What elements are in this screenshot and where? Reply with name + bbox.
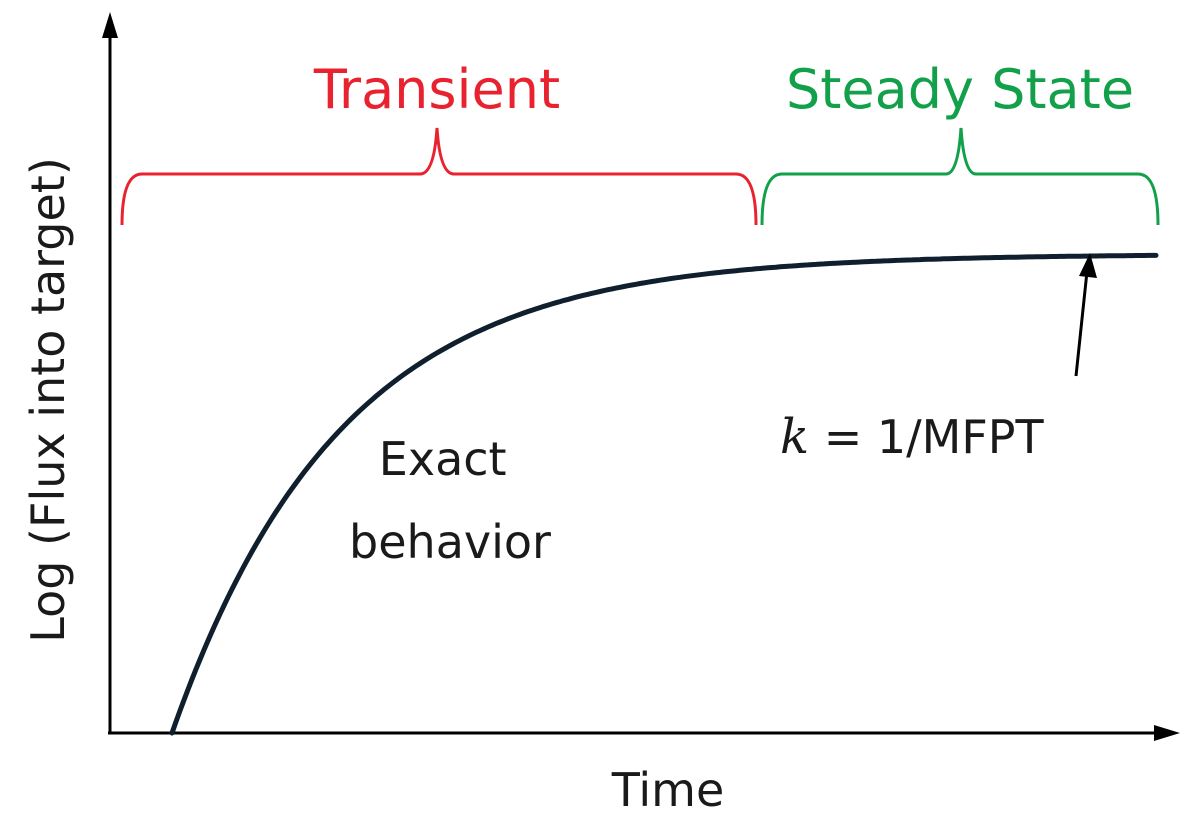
transient-label: Transient <box>313 58 560 121</box>
curve-label-line-2: behavior <box>349 515 551 569</box>
x-axis-label: Time <box>611 763 725 817</box>
rate-expression: = 1/MFPT <box>809 410 1044 464</box>
rate-formula: k = 1/MFPT <box>780 409 1045 465</box>
steady-state-brace <box>760 127 1160 226</box>
y-axis-label: Log (Flux into target) <box>21 157 75 643</box>
axes <box>102 12 1180 741</box>
transient-brace <box>120 127 758 226</box>
annotation-arrowhead <box>1079 253 1097 278</box>
curve-label-line-1: Exact <box>379 432 507 486</box>
y-axis-arrowhead <box>102 12 118 38</box>
steady-state-label: Steady State <box>786 58 1134 121</box>
curve-label: Exact behavior <box>349 432 551 569</box>
x-axis-arrowhead <box>1154 725 1180 741</box>
annotation-arrow <box>1074 261 1090 377</box>
flux-curve <box>169 252 1159 736</box>
rate-variable: k <box>780 409 809 465</box>
